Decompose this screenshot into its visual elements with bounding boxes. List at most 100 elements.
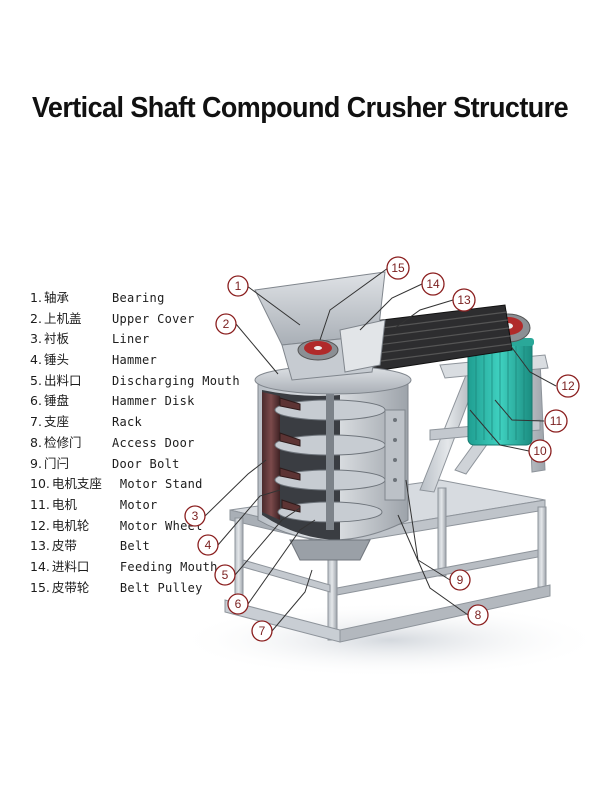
legend-chinese-label: 电机轮 bbox=[51, 517, 90, 533]
legend-number: 7. bbox=[30, 414, 42, 430]
discharging-mouth bbox=[289, 539, 371, 561]
legend-number: 9. bbox=[30, 455, 42, 471]
legend-english-label: Motor Stand bbox=[119, 477, 203, 492]
legend-chinese-label: 进料口 bbox=[51, 558, 90, 574]
callout-label: 8 bbox=[475, 608, 482, 622]
legend-english-label: Bearing bbox=[111, 291, 165, 305]
callout-label: 3 bbox=[192, 509, 199, 523]
legend-english-label: Belt bbox=[119, 539, 150, 554]
legend-chinese-label: 皮带 bbox=[51, 538, 77, 554]
legend-chinese-label: 电机支座 bbox=[51, 476, 102, 492]
legend-english-label: Belt Pulley bbox=[119, 580, 203, 595]
legend-number: 8. bbox=[30, 434, 42, 450]
callout-9: 9 bbox=[449, 569, 471, 591]
legend-number: 5. bbox=[30, 372, 42, 388]
legend-item: 14.进料口 Feeding Mouth bbox=[30, 557, 240, 578]
legend-item: 10.电机支座 Motor Stand bbox=[30, 474, 240, 495]
legend-item: 6.锤盘 Hammer Disk bbox=[30, 391, 240, 412]
callout-label: 5 bbox=[222, 568, 229, 582]
callouts: 1 2 3 4 5 6 7 8 9 10 11 12 13 14 15 bbox=[184, 256, 580, 642]
legend-number: 14. bbox=[30, 558, 50, 574]
legend-item: 3.衬板 Liner bbox=[30, 329, 240, 350]
legend-chinese-label: 锤头 bbox=[43, 352, 69, 368]
legend-number: 1. bbox=[30, 290, 42, 305]
hammers bbox=[279, 397, 301, 513]
callout-label: 15 bbox=[391, 261, 405, 275]
legend-number: 2. bbox=[30, 310, 42, 326]
legend-english-label: Motor Wheel bbox=[119, 518, 203, 533]
callout-13: 13 bbox=[452, 288, 476, 312]
legend-number: 11. bbox=[30, 496, 50, 512]
legend-english-label: Door Bolt bbox=[111, 456, 180, 471]
callout-14: 14 bbox=[421, 272, 445, 296]
rack-frame bbox=[224, 479, 551, 643]
legend-english-label: Liner bbox=[111, 332, 150, 347]
callout-label: 7 bbox=[259, 624, 266, 638]
callout-15: 15 bbox=[386, 256, 410, 280]
page-title: Vertical Shaft Compound Crusher Structur… bbox=[31, 92, 569, 124]
callout-7: 7 bbox=[251, 620, 273, 642]
legend-english-label: Motor bbox=[119, 497, 158, 512]
belt-pulley bbox=[297, 339, 339, 361]
callout-label: 4 bbox=[205, 538, 212, 552]
legend-chinese-label: 轴承 bbox=[43, 290, 69, 305]
door-bolts bbox=[393, 418, 397, 482]
legend-item: 11.电机 Motor bbox=[30, 495, 240, 516]
callout-1: 1 bbox=[227, 275, 249, 297]
legend-item: 5.出料口 Discharging Mouth bbox=[30, 371, 240, 392]
legend-chinese-label: 支座 bbox=[43, 414, 69, 430]
callout-2: 2 bbox=[215, 313, 237, 335]
legend-chinese-label: 电机 bbox=[51, 496, 77, 512]
leader-lines bbox=[204, 267, 557, 632]
callout-8: 8 bbox=[467, 604, 489, 626]
callout-label: 12 bbox=[561, 379, 575, 393]
legend-item: 2.上机盖 Upper Cover bbox=[30, 309, 240, 330]
legend-number: 12. bbox=[30, 517, 50, 533]
legend-number: 6. bbox=[30, 393, 42, 409]
callout-label: 2 bbox=[223, 317, 230, 331]
legend-chinese-label: 皮带轮 bbox=[51, 579, 90, 595]
callout-label: 13 bbox=[457, 293, 471, 307]
legend-chinese-label: 锤盘 bbox=[43, 393, 69, 409]
callout-label: 9 bbox=[457, 573, 464, 587]
callout-12: 12 bbox=[556, 374, 580, 398]
legend-number: 10. bbox=[30, 476, 50, 492]
legend-english-label: Access Door bbox=[111, 435, 195, 450]
legend-english-label: Feeding Mouth bbox=[119, 559, 218, 574]
callout-11: 11 bbox=[544, 409, 568, 433]
callout-4: 4 bbox=[197, 534, 219, 556]
parts-legend: 1.轴承 Bearing 2.上机盖 Upper Cover 3.衬板 Liner 4… bbox=[30, 288, 240, 598]
callout-label: 10 bbox=[533, 444, 547, 458]
shaft bbox=[326, 360, 334, 530]
legend-chinese-label: 门闩 bbox=[43, 455, 69, 471]
callout-label: 1 bbox=[235, 279, 242, 293]
legend-chinese-label: 衬板 bbox=[43, 331, 69, 347]
feeding-mouth bbox=[254, 271, 386, 381]
callout-label: 11 bbox=[550, 414, 563, 428]
callout-5: 5 bbox=[214, 564, 236, 586]
callout-10: 10 bbox=[528, 439, 552, 463]
liner bbox=[262, 392, 280, 520]
legend-english-label: Hammer Disk bbox=[111, 394, 195, 409]
legend-number: 4. bbox=[30, 352, 42, 368]
callout-label: 6 bbox=[235, 597, 242, 611]
legend-item: 8.检修门 Access Door bbox=[30, 433, 240, 454]
legend-number: 13. bbox=[30, 538, 50, 554]
legend-english-label: Discharging Mouth bbox=[111, 373, 240, 388]
callout-6: 6 bbox=[227, 593, 249, 615]
legend-chinese-label: 检修门 bbox=[43, 434, 82, 450]
crusher-body bbox=[254, 360, 412, 541]
legend-item: 13.皮带 Belt bbox=[30, 536, 240, 557]
legend-english-label: Upper Cover bbox=[111, 311, 195, 326]
access-door bbox=[384, 409, 406, 501]
callout-3: 3 bbox=[184, 505, 206, 527]
legend-chinese-label: 出料口 bbox=[43, 372, 82, 388]
legend-item: 4.锤头 Hammer bbox=[30, 350, 240, 371]
callout-label: 14 bbox=[426, 277, 440, 291]
legend-english-label: Hammer bbox=[111, 353, 158, 368]
legend-chinese-label: 上机盖 bbox=[43, 310, 82, 326]
legend-number: 3. bbox=[30, 331, 42, 347]
legend-item: 9.门闩 Door Bolt bbox=[30, 454, 240, 475]
